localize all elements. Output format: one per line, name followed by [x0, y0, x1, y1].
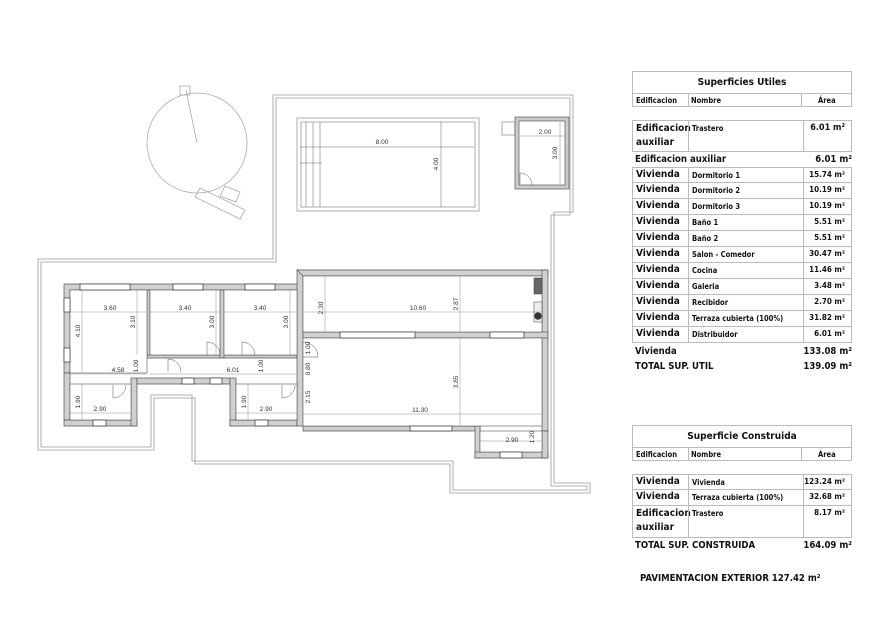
subtotal-value: 6.01 m²: [815, 154, 852, 165]
svg-text:3.85: 3.85: [453, 375, 460, 388]
svg-text:2.90: 2.90: [94, 406, 107, 413]
round-feature: [146, 85, 248, 220]
svg-text:2.90: 2.90: [260, 406, 273, 413]
svg-text:3.40: 3.40: [179, 305, 192, 312]
svg-text:1.00: 1.00: [133, 359, 140, 372]
svg-text:2.00: 2.00: [539, 129, 552, 136]
room-floors: [69, 275, 543, 453]
svg-text:11.30: 11.30: [412, 407, 428, 414]
svg-text:2.87: 2.87: [453, 297, 460, 310]
col-header-nombre: Nombre: [691, 96, 722, 105]
plot-boundary: [37, 94, 591, 494]
doors: [112, 341, 319, 399]
swimming-pool: [296, 117, 480, 212]
svg-text:4.00: 4.00: [433, 157, 440, 170]
storage-building: [501, 116, 570, 190]
svg-text:3.60: 3.60: [104, 305, 117, 312]
svg-text:10.60: 10.60: [410, 305, 427, 312]
table-header-box: Superficie Construida Edificacion Nombre…: [632, 425, 852, 461]
svg-text:8.00: 8.00: [376, 139, 389, 146]
svg-text:1.90: 1.90: [241, 395, 248, 408]
svg-text:2.30: 2.30: [318, 301, 325, 314]
total-label: TOTAL SUP. CONSTRUIDA: [635, 540, 756, 551]
dimension-lines: [70, 276, 542, 442]
svg-text:6.01: 6.01: [227, 367, 240, 374]
svg-text:0.80: 0.80: [305, 362, 312, 375]
total-value: 164.09 m²: [803, 540, 852, 551]
table-row: Edificacion auxiliar Trastero 6.01 m²: [632, 120, 852, 152]
col-header-edificacion: Edificacion: [636, 450, 678, 459]
col-header-area: Área: [818, 96, 836, 105]
svg-text:2.90: 2.90: [506, 437, 519, 444]
table-header-box: Superficies Utiles Edificacion Nombre Ár…: [632, 71, 852, 107]
subtotal-label: Edificacion auxiliar: [635, 154, 727, 165]
svg-text:1.20: 1.20: [529, 430, 536, 443]
svg-text:3.00: 3.00: [209, 315, 216, 328]
windows: [63, 283, 525, 459]
svg-text:4.10: 4.10: [75, 324, 82, 337]
svg-text:3.00: 3.00: [552, 146, 559, 159]
col-header-area: Área: [818, 450, 836, 459]
svg-text:2.15: 2.15: [305, 390, 312, 403]
svg-text:3.40: 3.40: [254, 305, 267, 312]
svg-text:1.00: 1.00: [305, 341, 312, 354]
svg-text:4.58: 4.58: [112, 367, 125, 374]
floor-plan: 8.00 4.00 2.00 3.00: [37, 85, 591, 494]
col-header-edificacion: Edificacion: [636, 96, 678, 105]
svg-text:3.00: 3.00: [283, 315, 290, 328]
subtotal-label: Vivienda: [635, 346, 677, 357]
total-label: TOTAL SUP. UTIL: [635, 361, 714, 372]
table-title: Superficie Construida: [687, 431, 797, 442]
table-title: Superficies Utiles: [697, 77, 787, 88]
svg-text:1.00: 1.00: [258, 359, 265, 372]
subtotal-value: 133.08 m²: [803, 346, 852, 357]
pavimentacion-exterior: PAVIMENTACION EXTERIOR 127.42 m²: [640, 573, 821, 584]
total-value: 139.09 m²: [803, 361, 852, 372]
col-header-nombre: Nombre: [691, 450, 722, 459]
svg-text:3.10: 3.10: [130, 315, 137, 328]
svg-text:1.90: 1.90: [75, 395, 82, 408]
